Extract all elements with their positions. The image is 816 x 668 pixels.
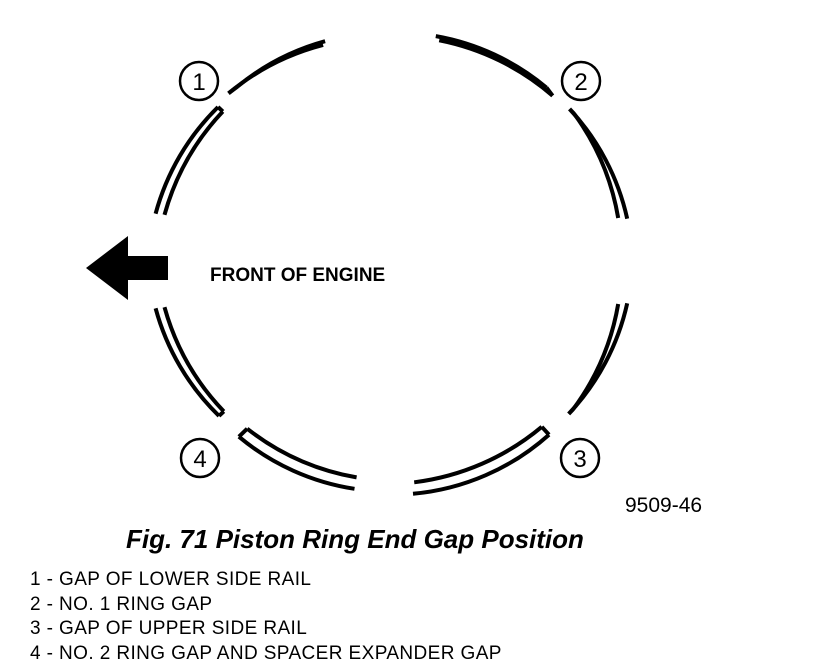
arrow-left-icon: [86, 236, 168, 300]
gap-cap: [216, 105, 225, 113]
inner-ring-segment-bottom-left: [245, 427, 357, 480]
callout-1: 1: [178, 60, 220, 102]
callout-3-number: 3: [573, 446, 586, 473]
figure-id: 9509-46: [625, 494, 702, 517]
outer-ring-segment-left-upper: [153, 105, 220, 215]
outer-ring-segment-bottom-right: [412, 433, 551, 496]
piston-ring-circle: [153, 34, 630, 496]
legend-item-4: 4 - NO. 2 RING GAP AND SPACER EXPANDER G…: [30, 642, 502, 664]
callout-1-number: 1: [192, 69, 205, 96]
gap-cap: [568, 107, 576, 116]
gap-cap: [544, 86, 555, 97]
legend-item-2: 2 - NO. 1 RING GAP: [30, 593, 213, 615]
legend-item-1: 1 - GAP OF LOWER SIDE RAIL: [30, 569, 312, 590]
inner-ring-segment-bottom-right: [413, 425, 544, 485]
callout-4: 4: [179, 437, 221, 479]
legend-list: 1 - GAP OF LOWER SIDE RAIL 2 - NO. 1 RIN…: [30, 568, 502, 666]
callout-3: 3: [559, 437, 601, 479]
legend-item-3: 3 - GAP OF UPPER SIDE RAIL: [30, 618, 308, 639]
gap-cap: [567, 407, 575, 416]
outer-ring-segment-right-lower: [567, 302, 630, 416]
inner-ring-segment-left-lower: [162, 306, 226, 413]
callout-2: 2: [560, 60, 602, 102]
outer-ring-segment-right-upper: [568, 107, 630, 220]
inner-ring-segment-right-lower: [571, 303, 621, 411]
figure-caption: Fig. 71 Piston Ring End Gap Position: [126, 524, 584, 554]
inner-ring-segment-top-right: [438, 38, 554, 98]
inner-ring-segment-right-upper: [572, 112, 621, 219]
callout-4-number: 4: [193, 446, 206, 473]
gap-cap: [237, 427, 249, 439]
outer-ring-segment-bottom-left: [237, 435, 355, 491]
outer-ring-segment-top-right: [435, 34, 548, 90]
callout-2-number: 2: [574, 69, 587, 96]
inner-ring-segment-left-upper: [162, 110, 225, 216]
front-of-engine-label: FRONT OF ENGINE: [210, 265, 385, 286]
gap-cap: [540, 425, 551, 437]
gap-cap: [227, 84, 239, 95]
gap-cap: [217, 409, 226, 418]
outer-ring-segment-left-lower: [153, 307, 221, 418]
inner-ring-segment-top: [227, 43, 324, 95]
